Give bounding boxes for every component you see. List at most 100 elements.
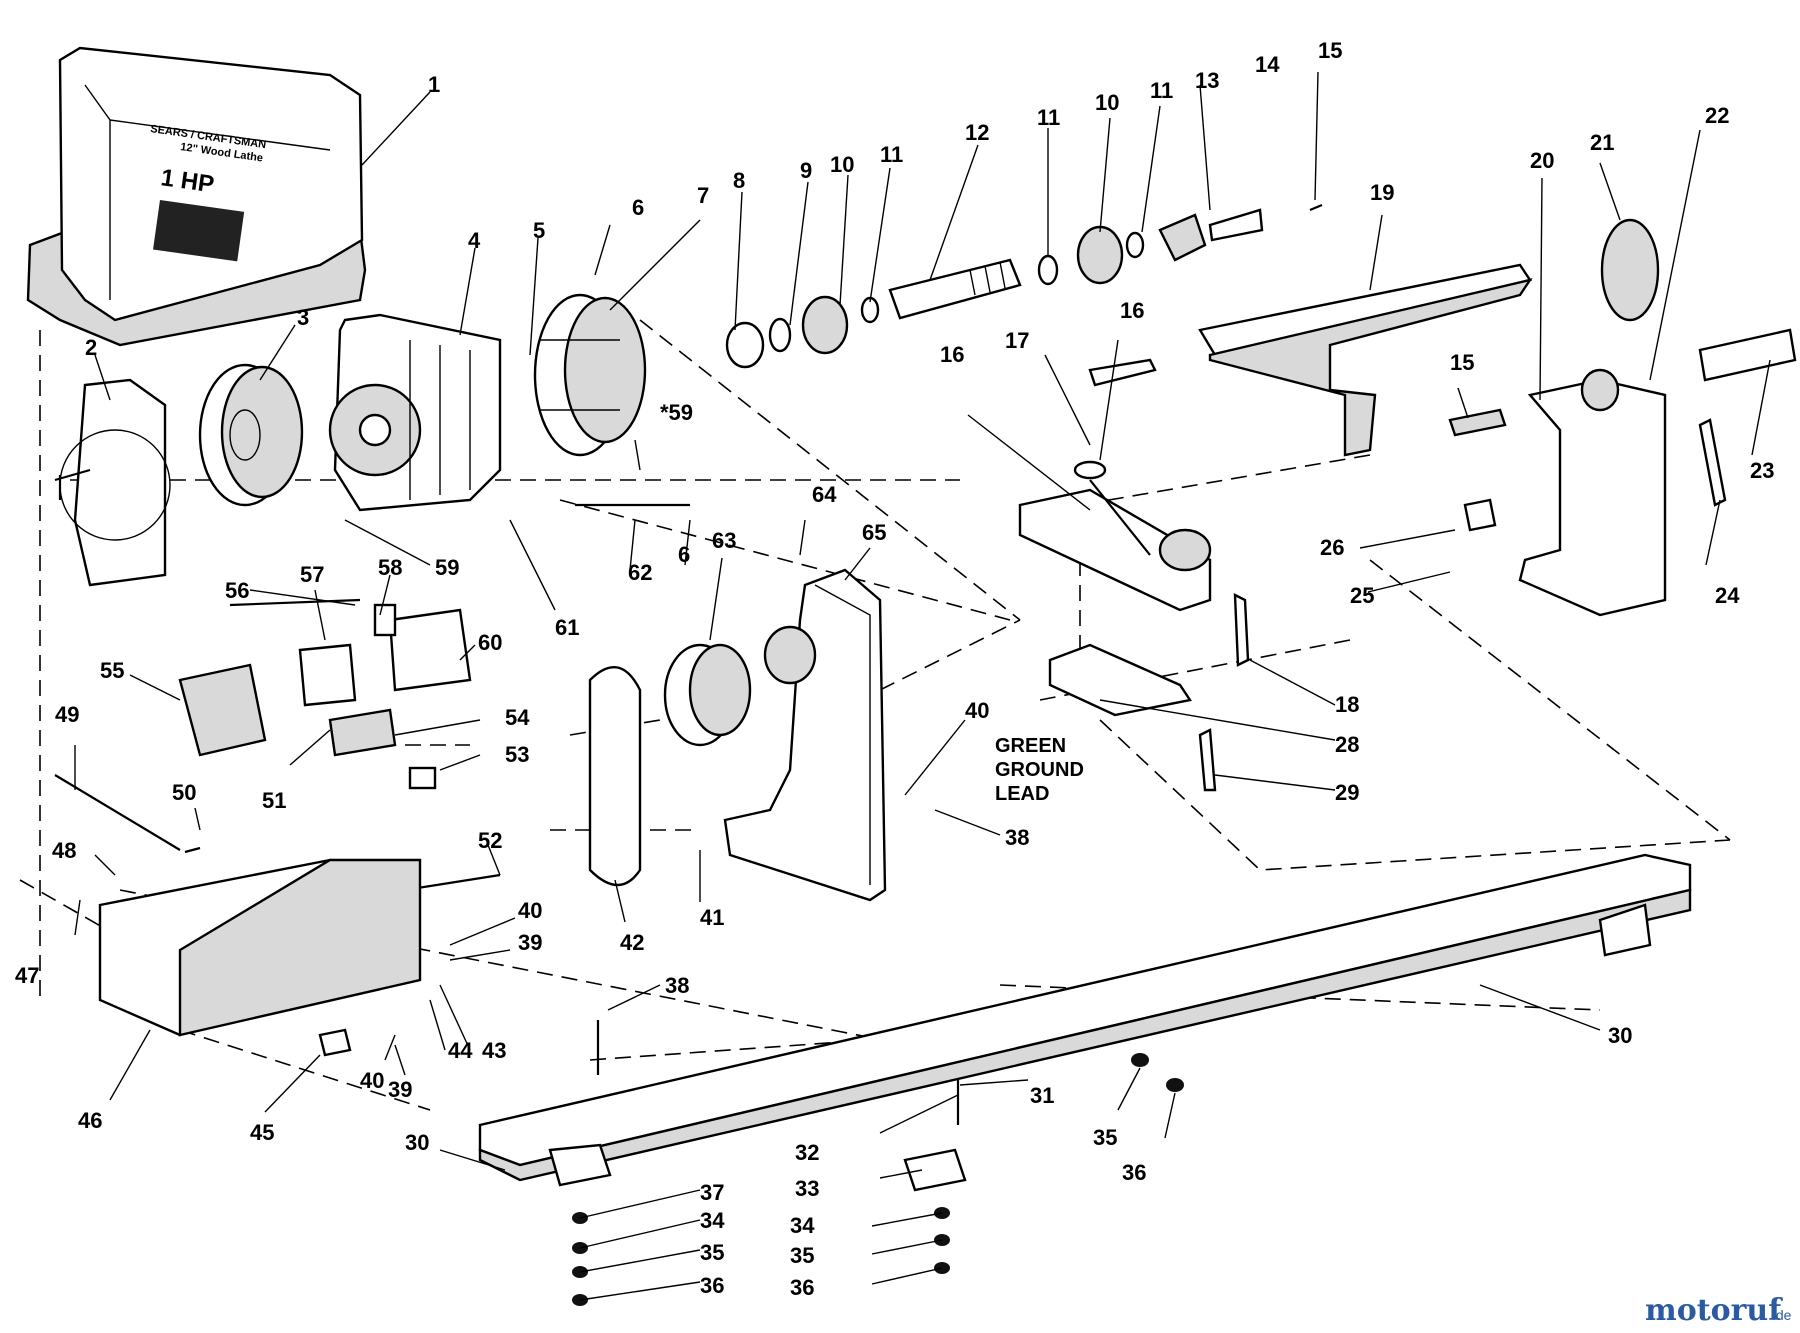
- tool-rest-base: [1018, 358, 1212, 612]
- motor-end-bracket: [54, 378, 171, 587]
- label-part-11a: 11: [880, 142, 903, 167]
- label-part-30a: 30: [1608, 1023, 1632, 1048]
- belt-42: [588, 665, 642, 887]
- tool-rest: [1198, 263, 1533, 457]
- label-part-8: 8: [733, 168, 745, 193]
- label-part-55: 55: [100, 658, 124, 683]
- label-part-64: 64: [812, 482, 837, 507]
- label-part-44: 44: [448, 1038, 473, 1063]
- label-part-25: 25: [1350, 583, 1374, 608]
- label-part-20: 20: [1530, 148, 1554, 173]
- ground-lead-line-3: LEAD: [995, 783, 1049, 805]
- label-part-47: 47: [15, 963, 39, 988]
- label-part-15b: 15: [1450, 350, 1474, 375]
- label-part-49: 49: [55, 702, 79, 727]
- label-part-35a: 35: [700, 1240, 724, 1265]
- label-part-30b: 30: [405, 1130, 429, 1155]
- label-part-43: 43: [482, 1038, 506, 1063]
- label-part-56: 56: [225, 578, 249, 603]
- label-part-50: 50: [172, 780, 196, 805]
- watermark-suffix: .de: [1772, 1307, 1792, 1323]
- label-part-60: 60: [478, 630, 502, 655]
- label-part-35b: 35: [790, 1243, 814, 1268]
- label-part-37: 37: [700, 1180, 724, 1205]
- headstock-casting: [723, 568, 887, 902]
- label-part-10b: 10: [1095, 90, 1119, 115]
- label-part-33: 33: [795, 1176, 819, 1201]
- label-part-6b: 6: [678, 542, 690, 567]
- label-part-38b: 38: [1005, 825, 1029, 850]
- spindle-parts: [725, 203, 1323, 369]
- label-part-18: 18: [1335, 692, 1359, 717]
- label-part-42: 42: [620, 930, 644, 955]
- label-part-10a: 10: [830, 152, 854, 177]
- label-part-12: 12: [965, 120, 989, 145]
- label-part-24: 24: [1715, 583, 1740, 608]
- label-part-40c: 40: [965, 698, 989, 723]
- label-part-40b: 40: [360, 1068, 384, 1093]
- ground-lead-line-1: GREEN: [995, 735, 1066, 757]
- label-part-26: 26: [1320, 535, 1344, 560]
- label-part-46: 46: [78, 1108, 102, 1133]
- label-part-45: 45: [250, 1120, 274, 1145]
- watermark: motoruf .de: [1645, 1293, 1792, 1328]
- leader-lines: [74, 71, 1771, 1301]
- tool-rest-clamp: [1048, 593, 1250, 792]
- label-part-21: 21: [1590, 130, 1614, 155]
- label-part-15a: 15: [1318, 38, 1342, 63]
- label-part-17: 17: [1005, 328, 1029, 353]
- label-part-41: 41: [700, 905, 724, 930]
- label-part-38a: 38: [665, 973, 689, 998]
- label-part-35c: 35: [1093, 1125, 1117, 1150]
- label-part-40a: 40: [518, 898, 542, 923]
- label-part-9: 9: [800, 158, 812, 183]
- label-part-32: 32: [795, 1140, 819, 1165]
- label-part-1: 1: [428, 72, 440, 97]
- label-part-13: 13: [1195, 68, 1219, 93]
- label-part-59a: *59: [660, 400, 693, 425]
- electrical-components: [178, 598, 472, 790]
- label-part-59b: 59: [435, 555, 459, 580]
- ground-lead-note: GREEN GROUND LEAD: [995, 735, 1084, 805]
- label-part-53: 53: [505, 742, 529, 767]
- label-part-4: 4: [468, 228, 481, 253]
- label-part-36a: 36: [700, 1273, 724, 1298]
- label-part-5: 5: [533, 218, 545, 243]
- label-part-22: 22: [1705, 103, 1729, 128]
- label-part-6a: 6: [632, 195, 644, 220]
- drive-pulley: [533, 293, 647, 457]
- label-part-52: 52: [478, 828, 502, 853]
- label-part-65: 65: [862, 520, 886, 545]
- label-part-23: 23: [1750, 458, 1774, 483]
- label-part-11c: 11: [1150, 78, 1173, 103]
- lathe-bed: [478, 853, 1692, 1192]
- hardware-stack: [572, 1020, 1184, 1306]
- label-part-34a: 34: [700, 1208, 725, 1233]
- tailstock: [1448, 218, 1797, 617]
- label-part-36b: 36: [790, 1275, 814, 1300]
- label-part-16a: 16: [1120, 298, 1144, 323]
- label-part-34b: 34: [790, 1213, 815, 1238]
- motor-housing: [328, 313, 502, 512]
- label-part-31: 31: [1030, 1083, 1054, 1108]
- part-number-labels: 1 2 3 4 5 6 6 7 8 9 10 10 11 11 11 12 13…: [15, 38, 1774, 1300]
- watermark-text: motoruf: [1645, 1293, 1783, 1328]
- label-part-16b: 16: [940, 342, 964, 367]
- label-part-19: 19: [1370, 180, 1394, 205]
- label-part-7: 7: [697, 183, 709, 208]
- label-part-14: 14: [1255, 52, 1280, 77]
- label-part-29: 29: [1335, 780, 1359, 805]
- label-part-36c: 36: [1122, 1160, 1146, 1185]
- label-part-3: 3: [297, 305, 309, 330]
- label-part-57: 57: [300, 562, 324, 587]
- label-part-54: 54: [505, 705, 530, 730]
- motor-cover: SEARS / CRAFTSMAN 12" Wood Lathe 1 HP: [26, 46, 367, 347]
- label-part-28: 28: [1335, 732, 1359, 757]
- label-part-51: 51: [262, 788, 286, 813]
- label-part-58: 58: [378, 555, 402, 580]
- ground-lead-line-2: GROUND: [995, 759, 1084, 781]
- label-part-39a: 39: [518, 930, 542, 955]
- label-part-11b: 11: [1037, 105, 1060, 130]
- label-part-2: 2: [85, 335, 97, 360]
